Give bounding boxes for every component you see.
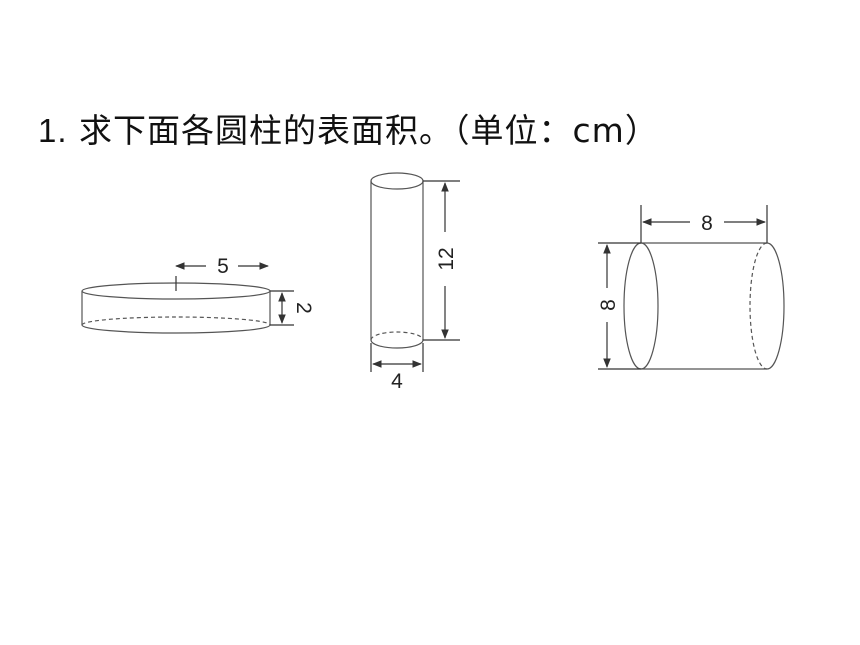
lying-cylinder-length-label: 8 [701, 212, 713, 235]
figure-flat-cylinder [81, 262, 294, 334]
tall-cylinder-bottom-back [370, 331, 424, 341]
flat-cylinder-bottom-back [81, 316, 271, 326]
flat-cylinder-height-label: 2 [292, 302, 315, 314]
figure-tall-cylinder [370, 172, 460, 372]
lying-cylinder-right-back [749, 242, 768, 370]
tall-cylinder-top [370, 172, 424, 190]
flat-cylinder-bottom-front [81, 324, 271, 334]
figure-lying-cylinder [598, 205, 785, 370]
tall-cylinder-diameter-label: 4 [391, 370, 403, 393]
lying-cylinder-left-end [623, 242, 659, 370]
question-text: 求下面各圆柱的表面积。（单位：cm） [79, 111, 659, 150]
flat-cylinder-radius-label: 5 [217, 255, 229, 278]
question-number: 1. [38, 112, 68, 149]
lying-cylinder-diameter-label: 8 [597, 299, 620, 311]
question-title: 1. 求下面各圆柱的表面积。（单位：cm） [38, 104, 659, 152]
tall-cylinder-bottom-front [370, 339, 424, 349]
lying-cylinder-right-front [766, 242, 785, 370]
tall-cylinder-height-label: 12 [435, 247, 458, 270]
